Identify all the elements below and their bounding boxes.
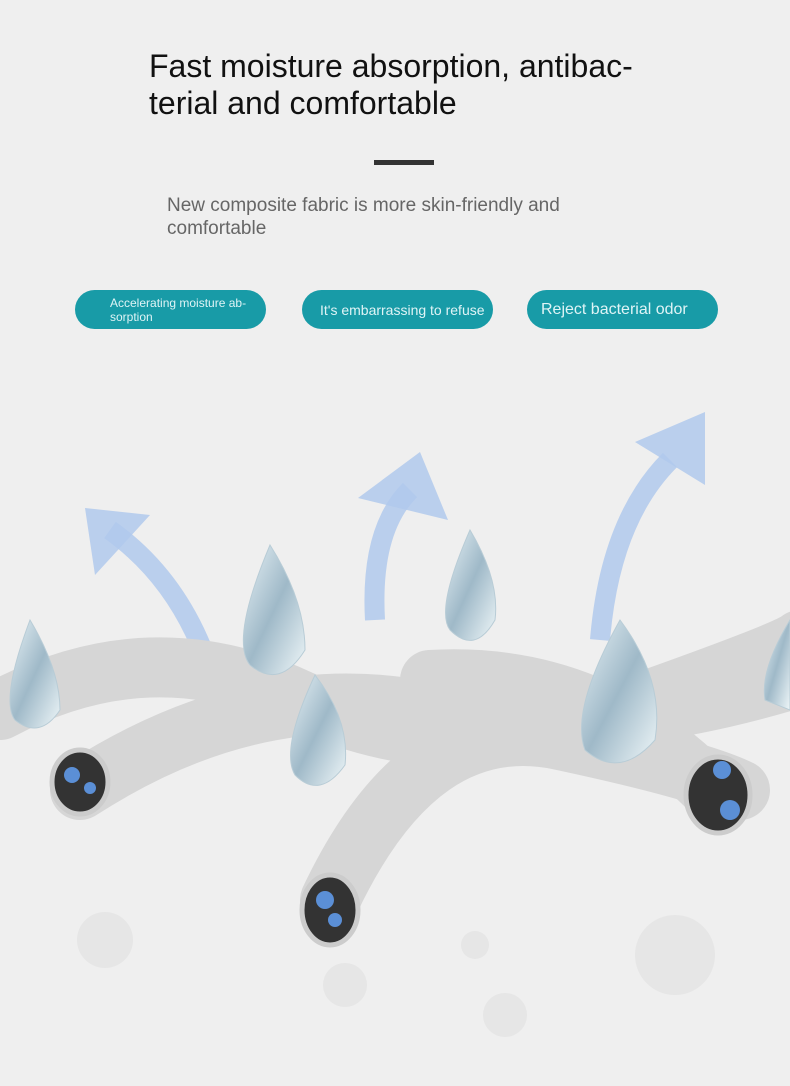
feature-badge-antibacterial: Reject bacterial odor [527, 290, 718, 329]
feature-badge-comfort: It's embarrassing to refuse [302, 290, 493, 329]
bubbles [77, 912, 715, 1037]
fabric-illustration [0, 412, 790, 1037]
feature-label: It's embarrassing to refuse [320, 301, 485, 318]
fiber-strands [0, 611, 790, 930]
water-drop-icons [9, 528, 790, 786]
feature-badge-moisture: Accelerating moisture ab-sorption [75, 290, 266, 329]
feature-label: Reject bacterial odor [541, 300, 688, 318]
molecule-icons [64, 761, 740, 927]
page-title: Fast moisture absorption, antibac-terial… [149, 48, 633, 121]
title-divider [374, 160, 434, 165]
fiber-cross-sections [49, 747, 753, 948]
feature-label: Accelerating moisture ab-sorption [110, 295, 247, 324]
page-subtitle: New composite fabric is more skin-friend… [167, 195, 560, 239]
